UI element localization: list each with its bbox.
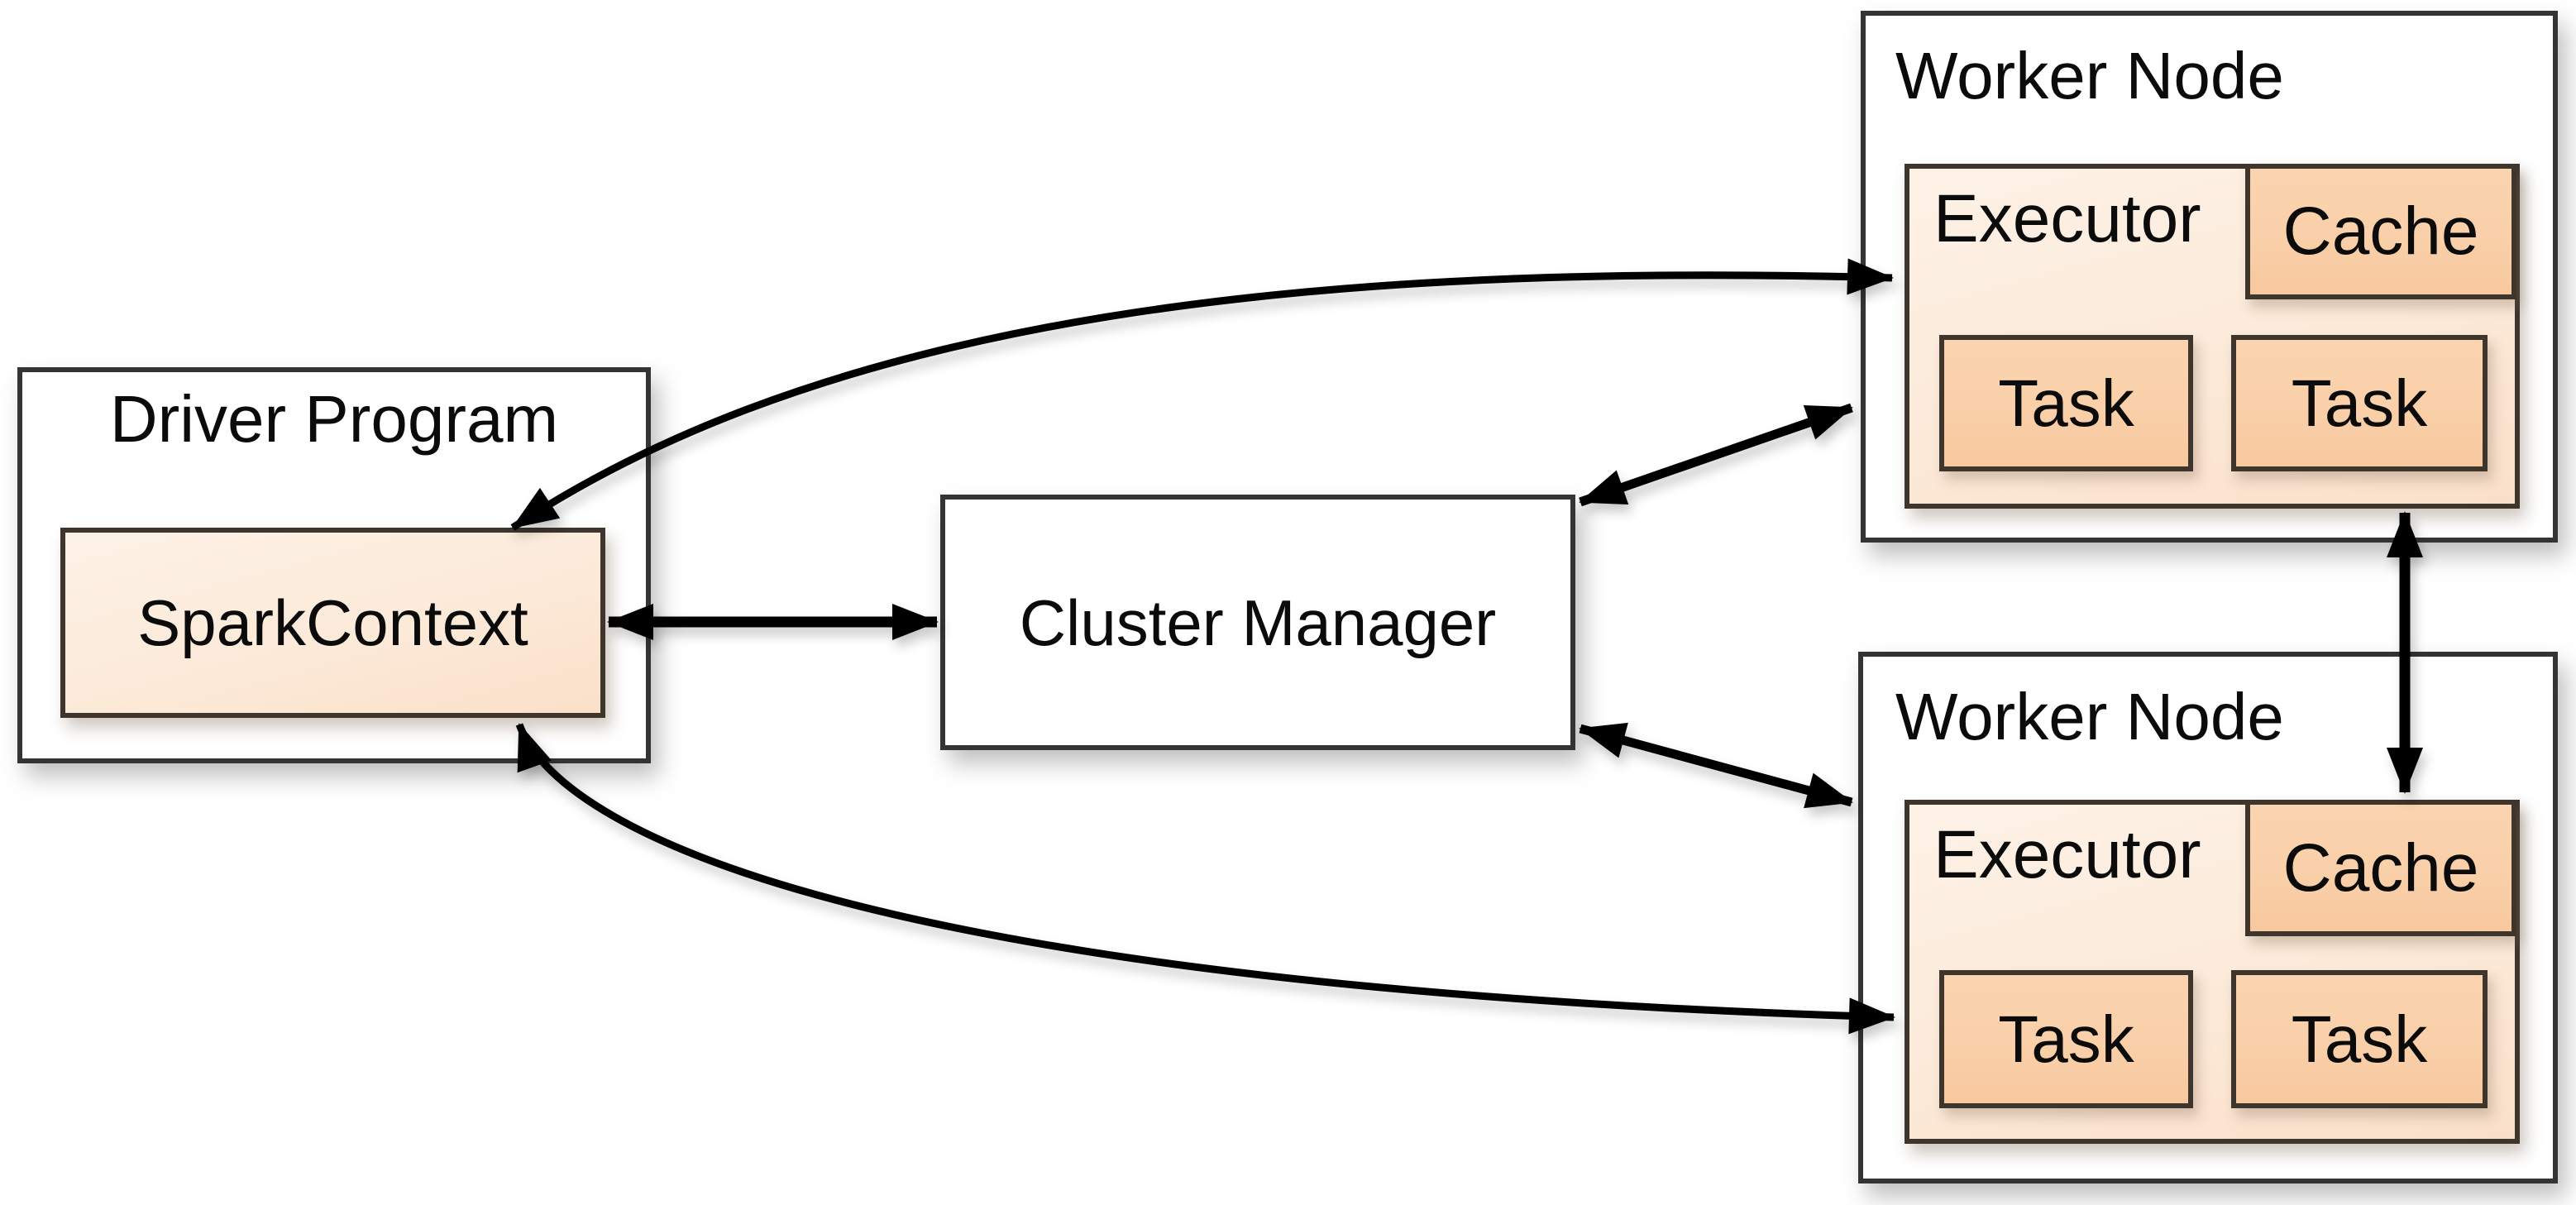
worker-2-task-b [2231, 970, 2488, 1108]
worker-1-task-a [1939, 335, 2193, 471]
worker-2-task-a [1939, 970, 2193, 1108]
worker-2-task-a-label: Task [1998, 1002, 2134, 1076]
arrow-sparkcontext-worker1 [510, 258, 1894, 531]
worker-1-cache-label: Cache [2282, 194, 2479, 269]
spark-context-node [60, 528, 605, 718]
cluster-manager-label: Cluster Manager [1019, 586, 1497, 659]
worker-node-2-title: Worker Node [1895, 680, 2284, 753]
arrow-clustermanager-worker2 [1579, 722, 1853, 809]
worker-1-cache [2245, 164, 2516, 299]
worker-1-task-a-label: Task [1998, 366, 2134, 440]
arrow-clustermanager-worker1 [1579, 403, 1853, 507]
spark-context-label: SparkContext [137, 586, 528, 659]
arrow-sparkcontext-worker2 [515, 723, 1895, 1035]
driver-program-title: Driver Program [109, 382, 559, 456]
worker-1-task-b [2231, 335, 2488, 471]
worker-node-1-title: Worker Node [1895, 39, 2284, 112]
worker-2-cache [2245, 800, 2516, 936]
worker-1-task-b-label: Task [2291, 366, 2428, 440]
worker-2-executor-label: Executor [1933, 817, 2201, 892]
worker-1-executor-label: Executor [1933, 181, 2201, 256]
worker-2-cache-label: Cache [2282, 830, 2479, 906]
worker-2-task-b-label: Task [2291, 1002, 2428, 1076]
